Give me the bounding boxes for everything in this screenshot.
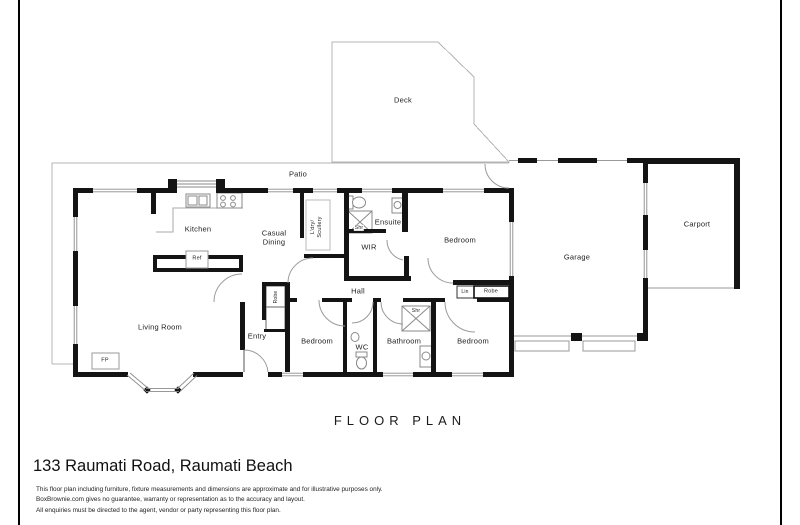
property-address: 133 Raumati Road, Raumati Beach xyxy=(33,457,293,475)
bedroom1-door-arc xyxy=(427,257,454,284)
room-label-bedroom-master: Bedroom xyxy=(444,235,476,245)
front-door-arc xyxy=(243,349,269,373)
bedroom3-door-arc xyxy=(444,301,476,333)
kitchen-counter xyxy=(156,207,243,233)
floor-plan-title: FLOOR PLAN xyxy=(333,413,467,428)
bedroom2-door-arc xyxy=(318,299,346,327)
room-label-casual-dining: Casual Dining xyxy=(261,228,287,247)
living-entry-door-arc xyxy=(213,273,243,303)
wc-door-arc xyxy=(351,301,374,324)
wc-toilet-tank xyxy=(355,351,368,358)
room-label-living-room: Living Room xyxy=(138,322,182,332)
room-label-entry: Entry xyxy=(247,331,267,341)
room-label-carport: Carport xyxy=(683,219,711,229)
room-label-wc: WC xyxy=(355,342,369,352)
disclaimer-line-2: BoxBrownie.com gives no guarantee, warra… xyxy=(36,496,305,504)
garage-door-arc xyxy=(484,163,510,189)
room-label-bedroom-3: Bedroom xyxy=(457,336,489,346)
label-robe-entry: Robe xyxy=(272,290,279,304)
room-label-kitchen: Kitchen xyxy=(184,224,212,234)
garage-door-right xyxy=(582,340,636,352)
robe-closet xyxy=(473,285,510,299)
wc-basin xyxy=(350,332,360,342)
deck-outline xyxy=(331,41,511,163)
label-lin: Lin xyxy=(461,288,469,295)
disclaimer-line-1: This floor plan including furniture, fix… xyxy=(36,486,383,493)
room-label-bedroom-2: Bedroom xyxy=(301,336,333,346)
disclaimer-line-3: All enquiries must be directed to the ag… xyxy=(36,506,281,514)
label-robe-hall: Robe xyxy=(484,288,498,295)
garage-door-left xyxy=(514,340,570,352)
label-ref: Ref xyxy=(192,255,202,262)
patio-outline xyxy=(51,162,509,365)
ensuite-toilet xyxy=(352,196,366,209)
room-label-ensuite: Ensuite xyxy=(374,217,402,227)
bathroom-door-arc xyxy=(380,301,404,325)
left-page-border xyxy=(18,0,20,525)
room-label-hall: Hall xyxy=(351,286,365,296)
fireplace-box xyxy=(91,352,120,370)
scullery-bench xyxy=(305,199,331,251)
room-label-bathroom: Bathroom xyxy=(386,336,422,346)
label-fp: FP xyxy=(101,357,109,364)
wir-door-arc xyxy=(386,239,404,261)
right-page-border xyxy=(780,0,782,525)
scullery-door-arc xyxy=(287,257,314,284)
room-label-patio: Patio xyxy=(288,169,308,179)
wc-toilet xyxy=(356,356,367,370)
room-label-wir: WIR xyxy=(361,242,377,252)
room-label-garage: Garage xyxy=(563,252,591,262)
room-label-deck: Deck xyxy=(394,95,412,105)
label-shr-bathroom: Shr xyxy=(410,307,422,315)
disclaimer-block: This floor plan including furniture, fix… xyxy=(36,485,383,516)
room-label-scullery: L'dry/ Scullery xyxy=(310,216,323,238)
label-shr-ensuite: Shr xyxy=(353,224,365,232)
ref-box xyxy=(185,250,209,269)
